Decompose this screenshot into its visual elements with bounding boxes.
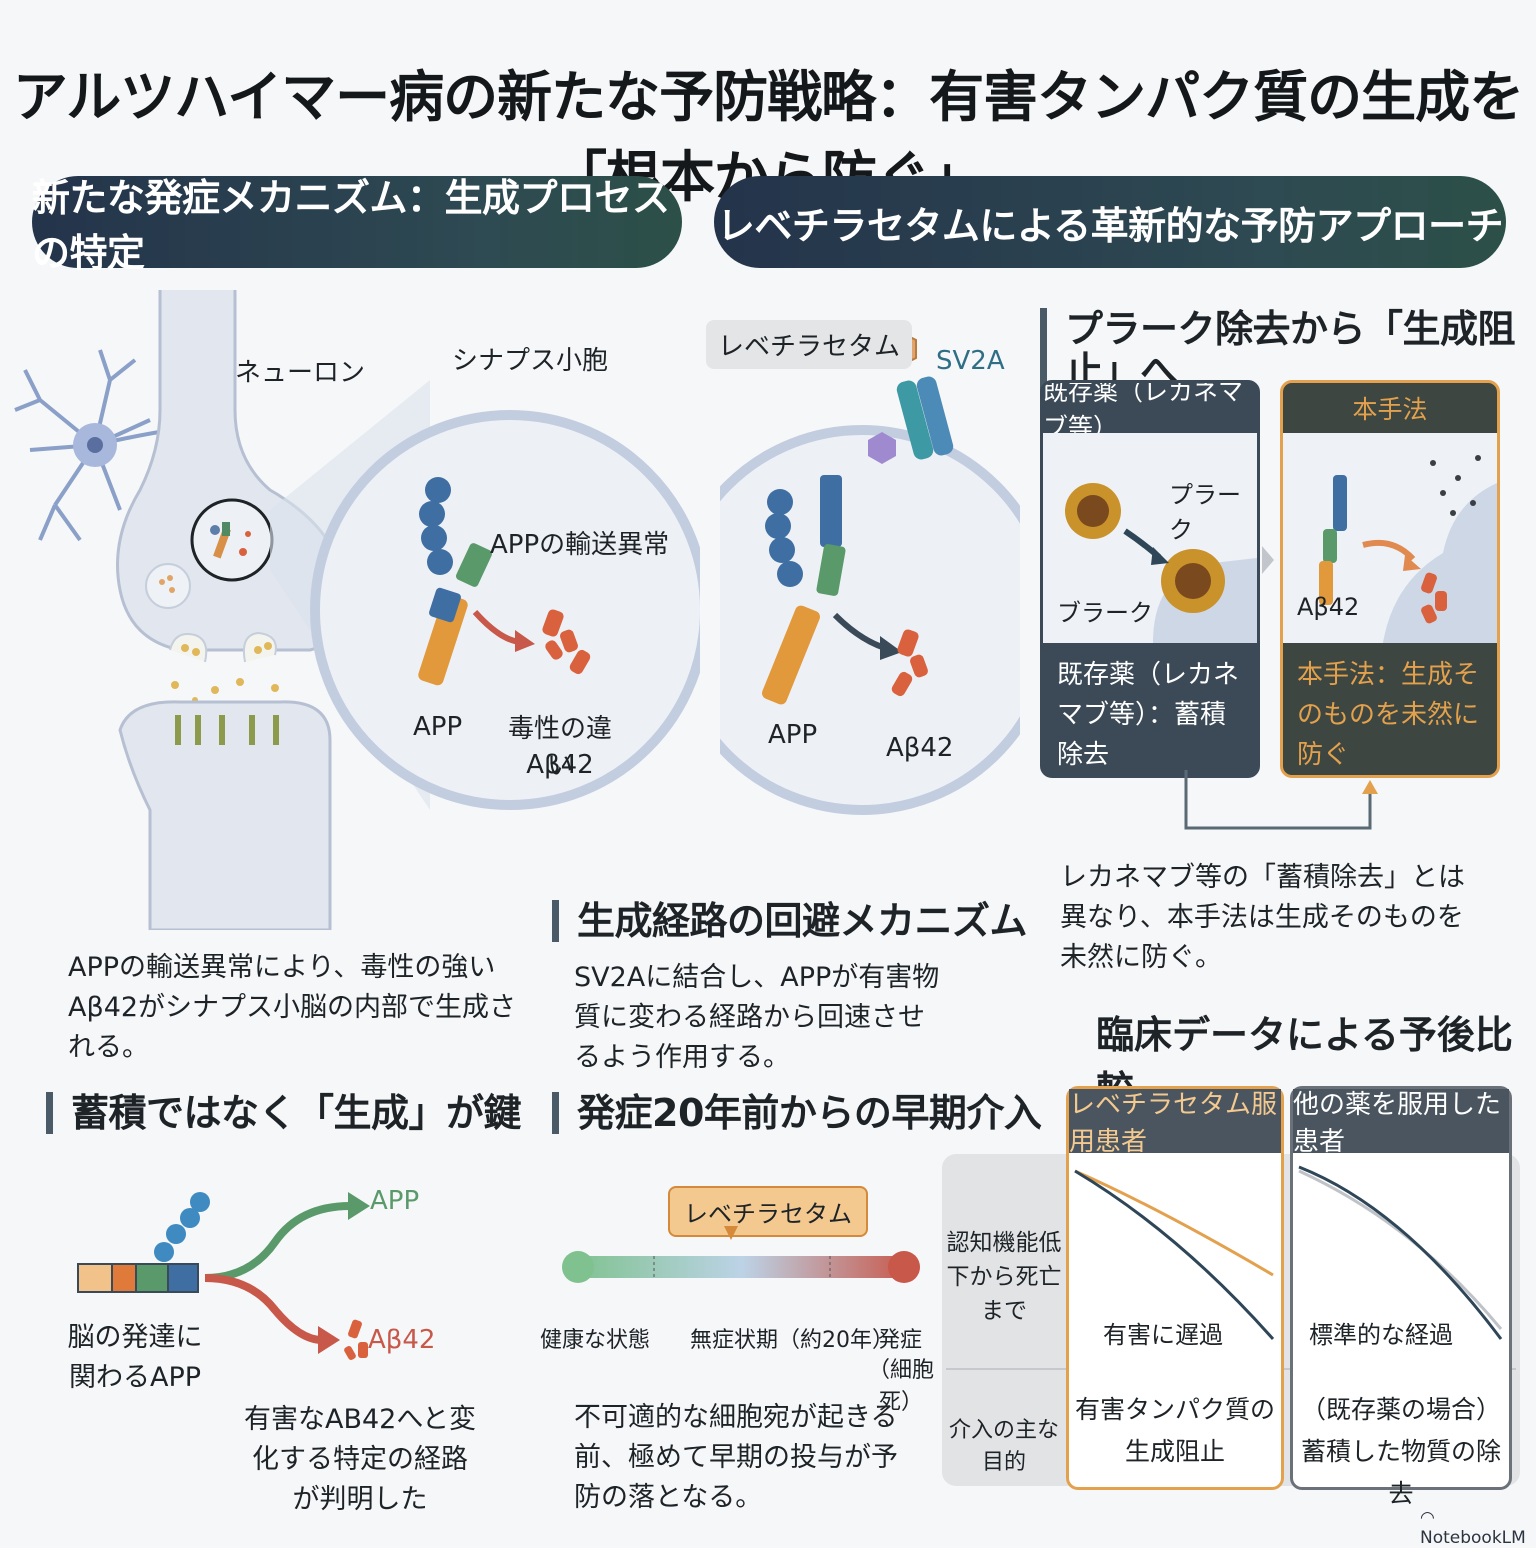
abeta42-fragments-icon [1421, 572, 1447, 624]
drug-abeta42-label: Aβ42 [886, 733, 954, 763]
app-protein-icon [762, 475, 846, 705]
this-method-foot: 本手法：生成そのものを未然に防ぐ [1297, 660, 1480, 770]
timeline-onset-sub: （細胞死） [867, 1358, 934, 1415]
abeta42-fragments-icon [542, 609, 591, 675]
arrow-icon [204, 1202, 351, 1282]
neuron-label: ネューロン [235, 358, 366, 388]
app-transport-label: APPの輸送異常 [490, 530, 670, 560]
key-left-caption: 脳の発達に関わるAPP [67, 1322, 203, 1393]
arrow-icon [204, 1274, 323, 1344]
neuron-illustration [14, 290, 700, 930]
key-app-label: APP [370, 1186, 420, 1216]
bypass-text: SV2Aに結合し、APPが有害物質に変わる経路から回速させるよう作用する。 [574, 962, 940, 1073]
brand-label: ◠ NotebookLM [1420, 1508, 1536, 1548]
col-a-head: レベチラセタム服用患者 [1069, 1089, 1281, 1157]
col-b-curve-label: 標準的な経過 [1309, 1321, 1453, 1349]
timeline-asymptomatic: 無症状期（約20年） [690, 1328, 894, 1353]
this-method-image: Aβ42 [1283, 433, 1497, 643]
toxic-label: 毒性の違い [507, 714, 612, 781]
banner-right: レベチラセタムによる革新的な予防アプローチ [714, 176, 1506, 268]
early-drug-tag: レベチラセタム [668, 1186, 868, 1237]
chevron-right-icon [1262, 546, 1274, 574]
this-method-head: 本手法 [1352, 395, 1428, 424]
key-heading: 蓄積ではなく「生成」が鍵 [46, 1092, 522, 1134]
highlighted-vesicle [190, 498, 274, 582]
col-a-goal: 有害タンパク質の生成阻止 [1074, 1395, 1275, 1466]
plaque-label: プラーク [1169, 481, 1241, 544]
app-label: APP [413, 712, 463, 742]
bypass-heading: 生成経路の回避メカニズム [552, 900, 1028, 942]
neuron-caption: APPの輸送異常により、毒性の強いAβ42がシナプス小脳の内部で生成される。 [68, 952, 517, 1063]
abeta42-label: Aβ42 [526, 750, 594, 780]
col-b-goal: （既存薬の場合）蓄積した物質の除去 [1300, 1395, 1501, 1508]
timeline-bar [562, 1226, 920, 1283]
existing-drug-head: 既存薬（レカネマブ等） [1043, 380, 1244, 442]
drug-app-label: APP [768, 720, 818, 750]
sv2a-transporter-icon [896, 376, 954, 460]
key-abeta42-label: Aβ42 [368, 1325, 436, 1355]
plaque-caption: レカネマブ等の「蓄積除去」とは異なり、本手法は生成そのものを未然に防ぐ。 [1060, 862, 1465, 973]
app-protein-icon [418, 477, 493, 686]
column-other-drugs: 他の薬を服用した患者 標準的な経過 （既存薬の場合）蓄積した物質の除去 [1290, 1086, 1512, 1508]
connector-arrow-icon [1184, 770, 1378, 830]
key-right-caption: 有害なAB42へと変化する特定の経路が判明した [244, 1404, 476, 1515]
timeline-healthy: 健康な状態 [540, 1328, 651, 1353]
synaptic-vesicle-zoom [310, 410, 700, 810]
this-method-card: 本手法 Aβ42 本手法：生成そのものを未然に防ぐ [1280, 380, 1500, 778]
col-a-curve-label: 有害に遅過 [1103, 1321, 1223, 1349]
brand-text: NotebookLM [1420, 1528, 1526, 1548]
existing-drug-card: 既存薬（レカネマブ等） プラーク ブラーク 既存薬（レカネマブ等）：蓄積除去 [1040, 380, 1260, 778]
timeline-onset: 発症 [877, 1328, 922, 1353]
row-label-goal: 介入の主な目的 [948, 1418, 1059, 1475]
early-caption: 不可適的な細胞宛が起きる前、極めて早期の投与が予防の落となる。 [574, 1402, 898, 1513]
arrow-icon [1362, 539, 1416, 562]
existing-drug-foot: 既存薬（レカネマブ等）：蓄積除去 [1057, 660, 1240, 770]
early-heading: 発症20年前からの早期介入 [552, 1092, 1042, 1134]
abeta42-fragments-icon [344, 1319, 368, 1360]
existing-drug-image: プラーク ブラーク [1043, 433, 1257, 643]
col-b-head: 他の薬を服用した患者 [1293, 1089, 1509, 1157]
vesicle-label: シナプス小胞 [452, 346, 609, 376]
pathway-diagram [77, 1192, 370, 1360]
sv2a-label: SV2A [936, 346, 1005, 376]
curve-levetiracetam [1074, 1169, 1275, 1340]
drug-label: レベチラセタム [706, 320, 913, 369]
notebooklm-icon: ◠ [1420, 1508, 1435, 1528]
curve-other-drugs [1298, 1165, 1503, 1340]
abeta42-fragments-icon [891, 629, 928, 697]
this-method-abeta42-label: Aβ42 [1297, 593, 1360, 621]
row-label-decline: 認知機能低下から死亡まで [946, 1230, 1062, 1324]
column-levetiracetam: レベチラセタム服用患者 有害に遅過 有害タンパク質の生成阻止 [1066, 1086, 1284, 1490]
drug-vesicle-illustration [720, 330, 1020, 815]
plaque-label-2: ブラーク [1057, 599, 1153, 627]
banner-left: 新たな発症メカニズム：生成プロセスの特定 [32, 176, 682, 275]
protein-globule-icon [154, 1192, 210, 1262]
